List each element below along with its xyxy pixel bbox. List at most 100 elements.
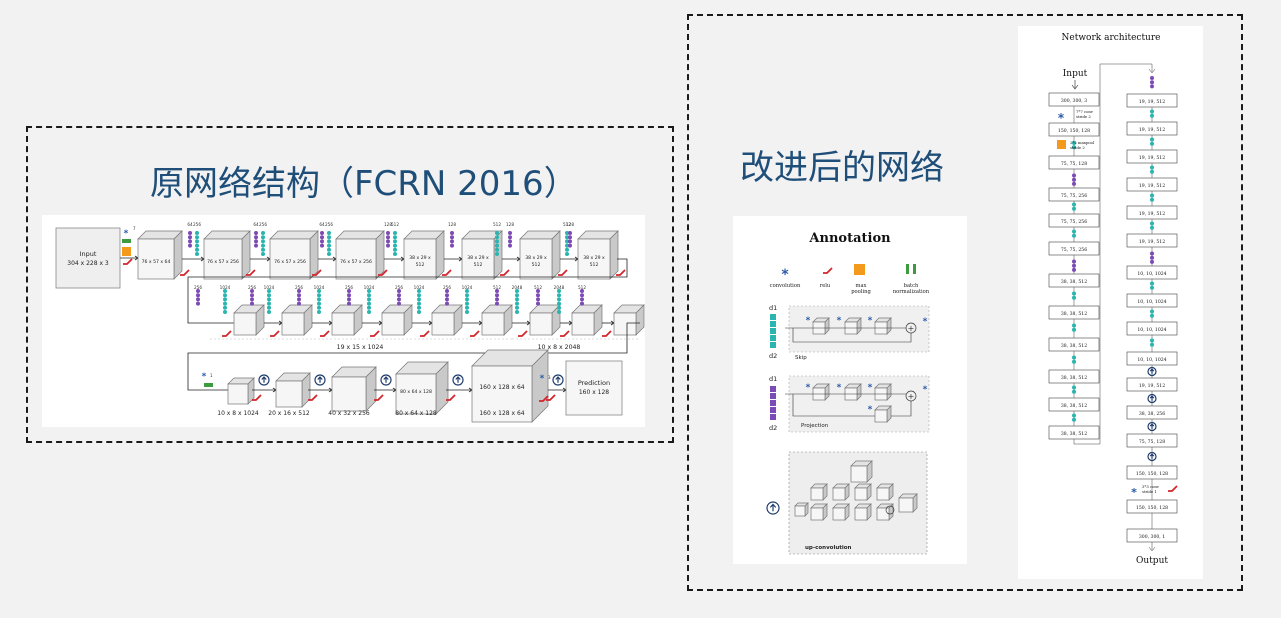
row1-relu-0 [180,269,190,276]
conv3-note: 3*3 conv [1142,484,1160,489]
row2-channel-dot-9 [417,289,421,293]
up-conv-grid-cube-0-1 [832,487,846,501]
row2-cube-1 [281,312,305,336]
col1-label-5: 75, 75, 256 [1061,247,1087,253]
prediction-conv-subscript: 3 [548,375,551,380]
col1-label-3: 75, 75, 256 [1061,193,1087,199]
row2-channel-dot-0 [196,301,200,306]
row2-channel-dot-9 [417,301,421,306]
row2-channel-9: 1024 [414,285,425,290]
row2-channel-dot-7 [367,310,371,314]
legend-label-3-line2: normalization [893,289,930,295]
col2-up-conv-icon-11 [1147,393,1157,404]
row3-label-0: 10 x 8 x 1024 [217,410,259,417]
col2-block-icon-4 [1150,193,1154,198]
row1-channel-dot-1 [195,252,199,256]
row2-channel-dot-3 [267,301,271,306]
col1-block-icon-6 [1072,259,1076,264]
row3-label-2: 40 x 32 x 256 [328,410,370,417]
projection-conv-icon-0: * [806,383,811,393]
row2-channel-dot-14 [536,289,540,293]
row2-channel-dot-15 [557,293,561,298]
row2-channel-7: 1024 [364,285,375,290]
row2-channel-13: 2048 [512,285,523,290]
up-conv-label: up-convolution [805,545,852,551]
row1-channel-dot-2 [254,235,258,240]
row1-cube-2-side [309,230,319,280]
row2-relu-4 [420,330,430,337]
projection-label: Projection [801,423,829,429]
row2-channel-dot-0 [196,289,200,293]
row2-channel-dot-10 [445,293,449,298]
row2-channel-dot-0 [196,297,200,302]
row1-channel-10: 128 [506,222,514,227]
row3-up-conv-icon-2-arrow [383,376,389,383]
up-conv-top-cube [850,465,868,483]
col1-label-11: 38, 38, 512 [1061,431,1087,437]
original-network-title: 原网络结构（FCRN 2016） [150,164,578,204]
legend-bn-icon-a [906,264,909,274]
row1-cube-1 [203,238,243,280]
row2-channel-dot-8 [397,293,401,298]
row2-channel-dot-15 [557,310,561,314]
col2-block-icon-5 [1150,221,1154,226]
route-row1-row2 [187,258,628,324]
row3-bn-icon [204,383,213,387]
skip-channel-0 [770,314,776,320]
row1-channel-3: 256 [259,222,267,227]
row1-channel-dot-3 [261,243,265,248]
col2-block-icon-3 [1150,165,1154,170]
row1-channel-dot-7 [393,239,397,244]
row1-channel-dot-1 [195,243,199,248]
prediction-dims: 160 x 128 [579,389,609,396]
row3-up-conv-icon-0-arrow [261,376,267,383]
row2-channel-11: 1024 [462,285,473,290]
col1-block-icon-3 [1072,181,1076,186]
row2-channel-dot-3 [267,293,271,298]
row2-channel-dot-13 [515,301,519,306]
row1-channel-dot-4 [320,231,324,235]
row1-channel-4: 64 [319,222,325,227]
conv-subscript: 7 [133,226,136,231]
relu-icon [123,258,133,265]
architecture-heading: Network architecture [1062,33,1161,43]
col1-block-icon-11 [1072,413,1076,418]
row2-relu-3 [370,330,380,337]
col1-block-icon-9 [1072,355,1076,360]
conv7-note: 7*7 conv [1076,109,1094,114]
conv7-note-line2: stride 2 [1076,114,1091,119]
row1-relu-7 [616,269,626,276]
projection-channel-2 [770,400,776,406]
row3-cube-4 [471,365,533,423]
col1-block-icon-7 [1072,291,1076,296]
row2-group-label-0: 19 x 15 x 1024 [337,344,384,351]
skip-label: Skip [795,355,807,361]
row2-channel-dot-4 [297,301,301,306]
col1-to-col2-route [1073,63,1153,445]
row1-label-7: 38 x 29 x [583,255,605,261]
col1-block-icon-5 [1072,229,1076,234]
col2-label-5: 19, 19, 512 [1139,239,1165,245]
col1-block-icon-4 [1072,206,1076,211]
row2-channel-12: 512 [493,285,501,290]
row2-channel-15: 2048 [554,285,565,290]
row2-channel-dot-8 [397,297,401,302]
row1-cube-0-side [173,230,183,280]
row1-label-6-line2: 512 [532,262,541,268]
output-label: Output [1136,556,1168,566]
col2-label-7: 10, 10, 1024 [1137,299,1166,305]
annotation-heading: Annotation [808,231,891,246]
skip-conv-icon-out: * [923,317,928,327]
row1-channel-dot-9 [495,243,499,248]
row1-label-2: 76 x 57 x 256 [274,259,306,265]
legend-label-2-line2: pooling [851,289,871,295]
row2-cube-4 [431,312,455,336]
projection-conv-icon-2: * [868,383,873,393]
skip-conv-icon-0: * [806,316,811,326]
row3-label-3: 80 x 64 x 128 [395,410,437,417]
row1-channel-dot-3 [261,239,265,244]
col2-block-icon-3 [1150,169,1154,174]
prediction-block [565,360,623,416]
col2-block-icon-7 [1150,285,1154,290]
